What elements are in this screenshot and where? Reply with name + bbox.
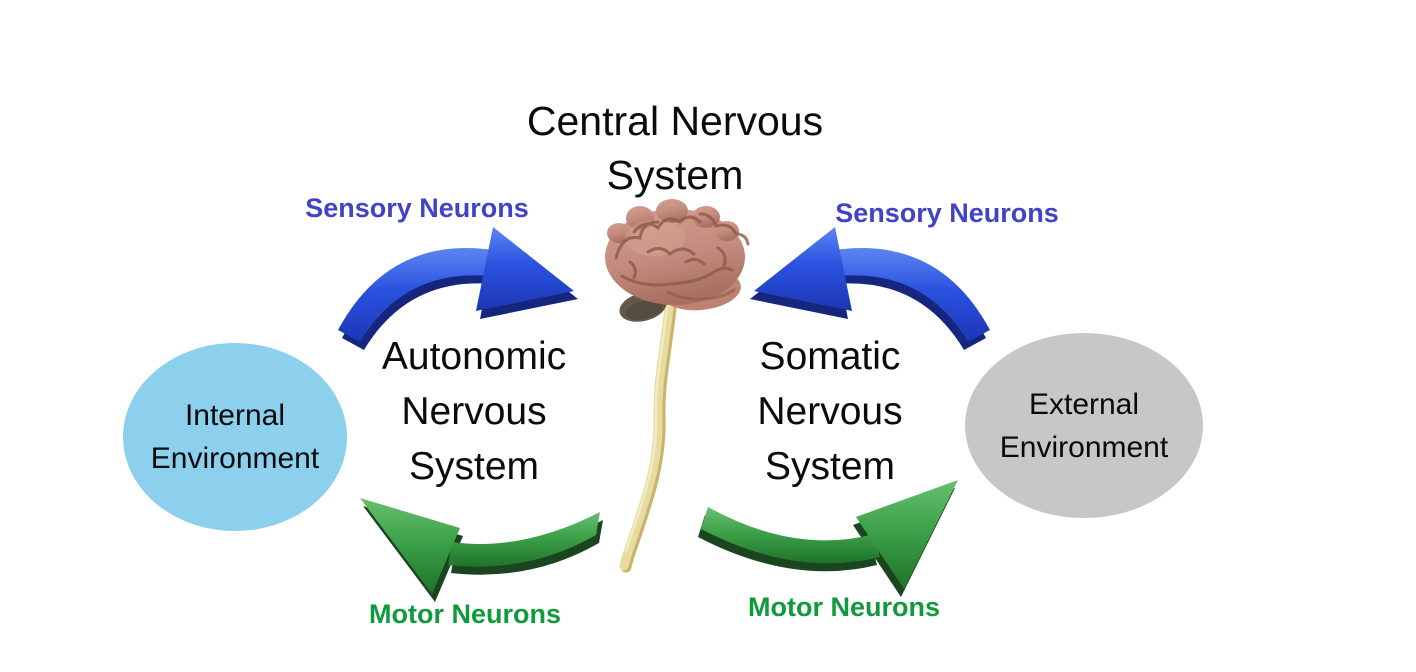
- somatic-line1: Somatic: [759, 335, 901, 378]
- somatic-line3: System: [764, 445, 896, 488]
- motor-arrow-right: [698, 480, 958, 597]
- motor-neurons-label-left: Motor Neurons: [369, 599, 561, 629]
- external-environment-node: External Environment: [965, 333, 1203, 518]
- external-environment-label-line1: External: [1028, 387, 1140, 421]
- internal-environment-label-line2: Environment: [150, 442, 320, 475]
- somatic-line2: Nervous: [757, 390, 903, 433]
- motor-arrow-left: [360, 498, 603, 602]
- external-environment-label-line2: Environment: [999, 430, 1169, 464]
- internal-environment-label-line1: Internal: [184, 399, 286, 432]
- page-title: Central Nervous System: [527, 94, 823, 202]
- brain-spinal-cord-icon: [605, 199, 750, 573]
- autonomic-line1: Autonomic: [381, 335, 567, 378]
- autonomic-line2: Nervous: [401, 390, 547, 433]
- sensory-neurons-label-right: Sensory Neurons: [835, 198, 1059, 228]
- internal-environment-node: Internal Environment: [123, 343, 347, 531]
- title-line1: Central Nervous: [526, 98, 824, 144]
- motor-neurons-label-right: Motor Neurons: [748, 592, 940, 622]
- title-line2: System: [606, 152, 744, 198]
- autonomic-line3: System: [408, 445, 540, 488]
- somatic-nervous-system-label: Somatic Nervous System: [757, 329, 902, 494]
- sensory-neurons-label-left: Sensory Neurons: [305, 193, 529, 223]
- autonomic-nervous-system-label: Autonomic Nervous System: [382, 329, 566, 494]
